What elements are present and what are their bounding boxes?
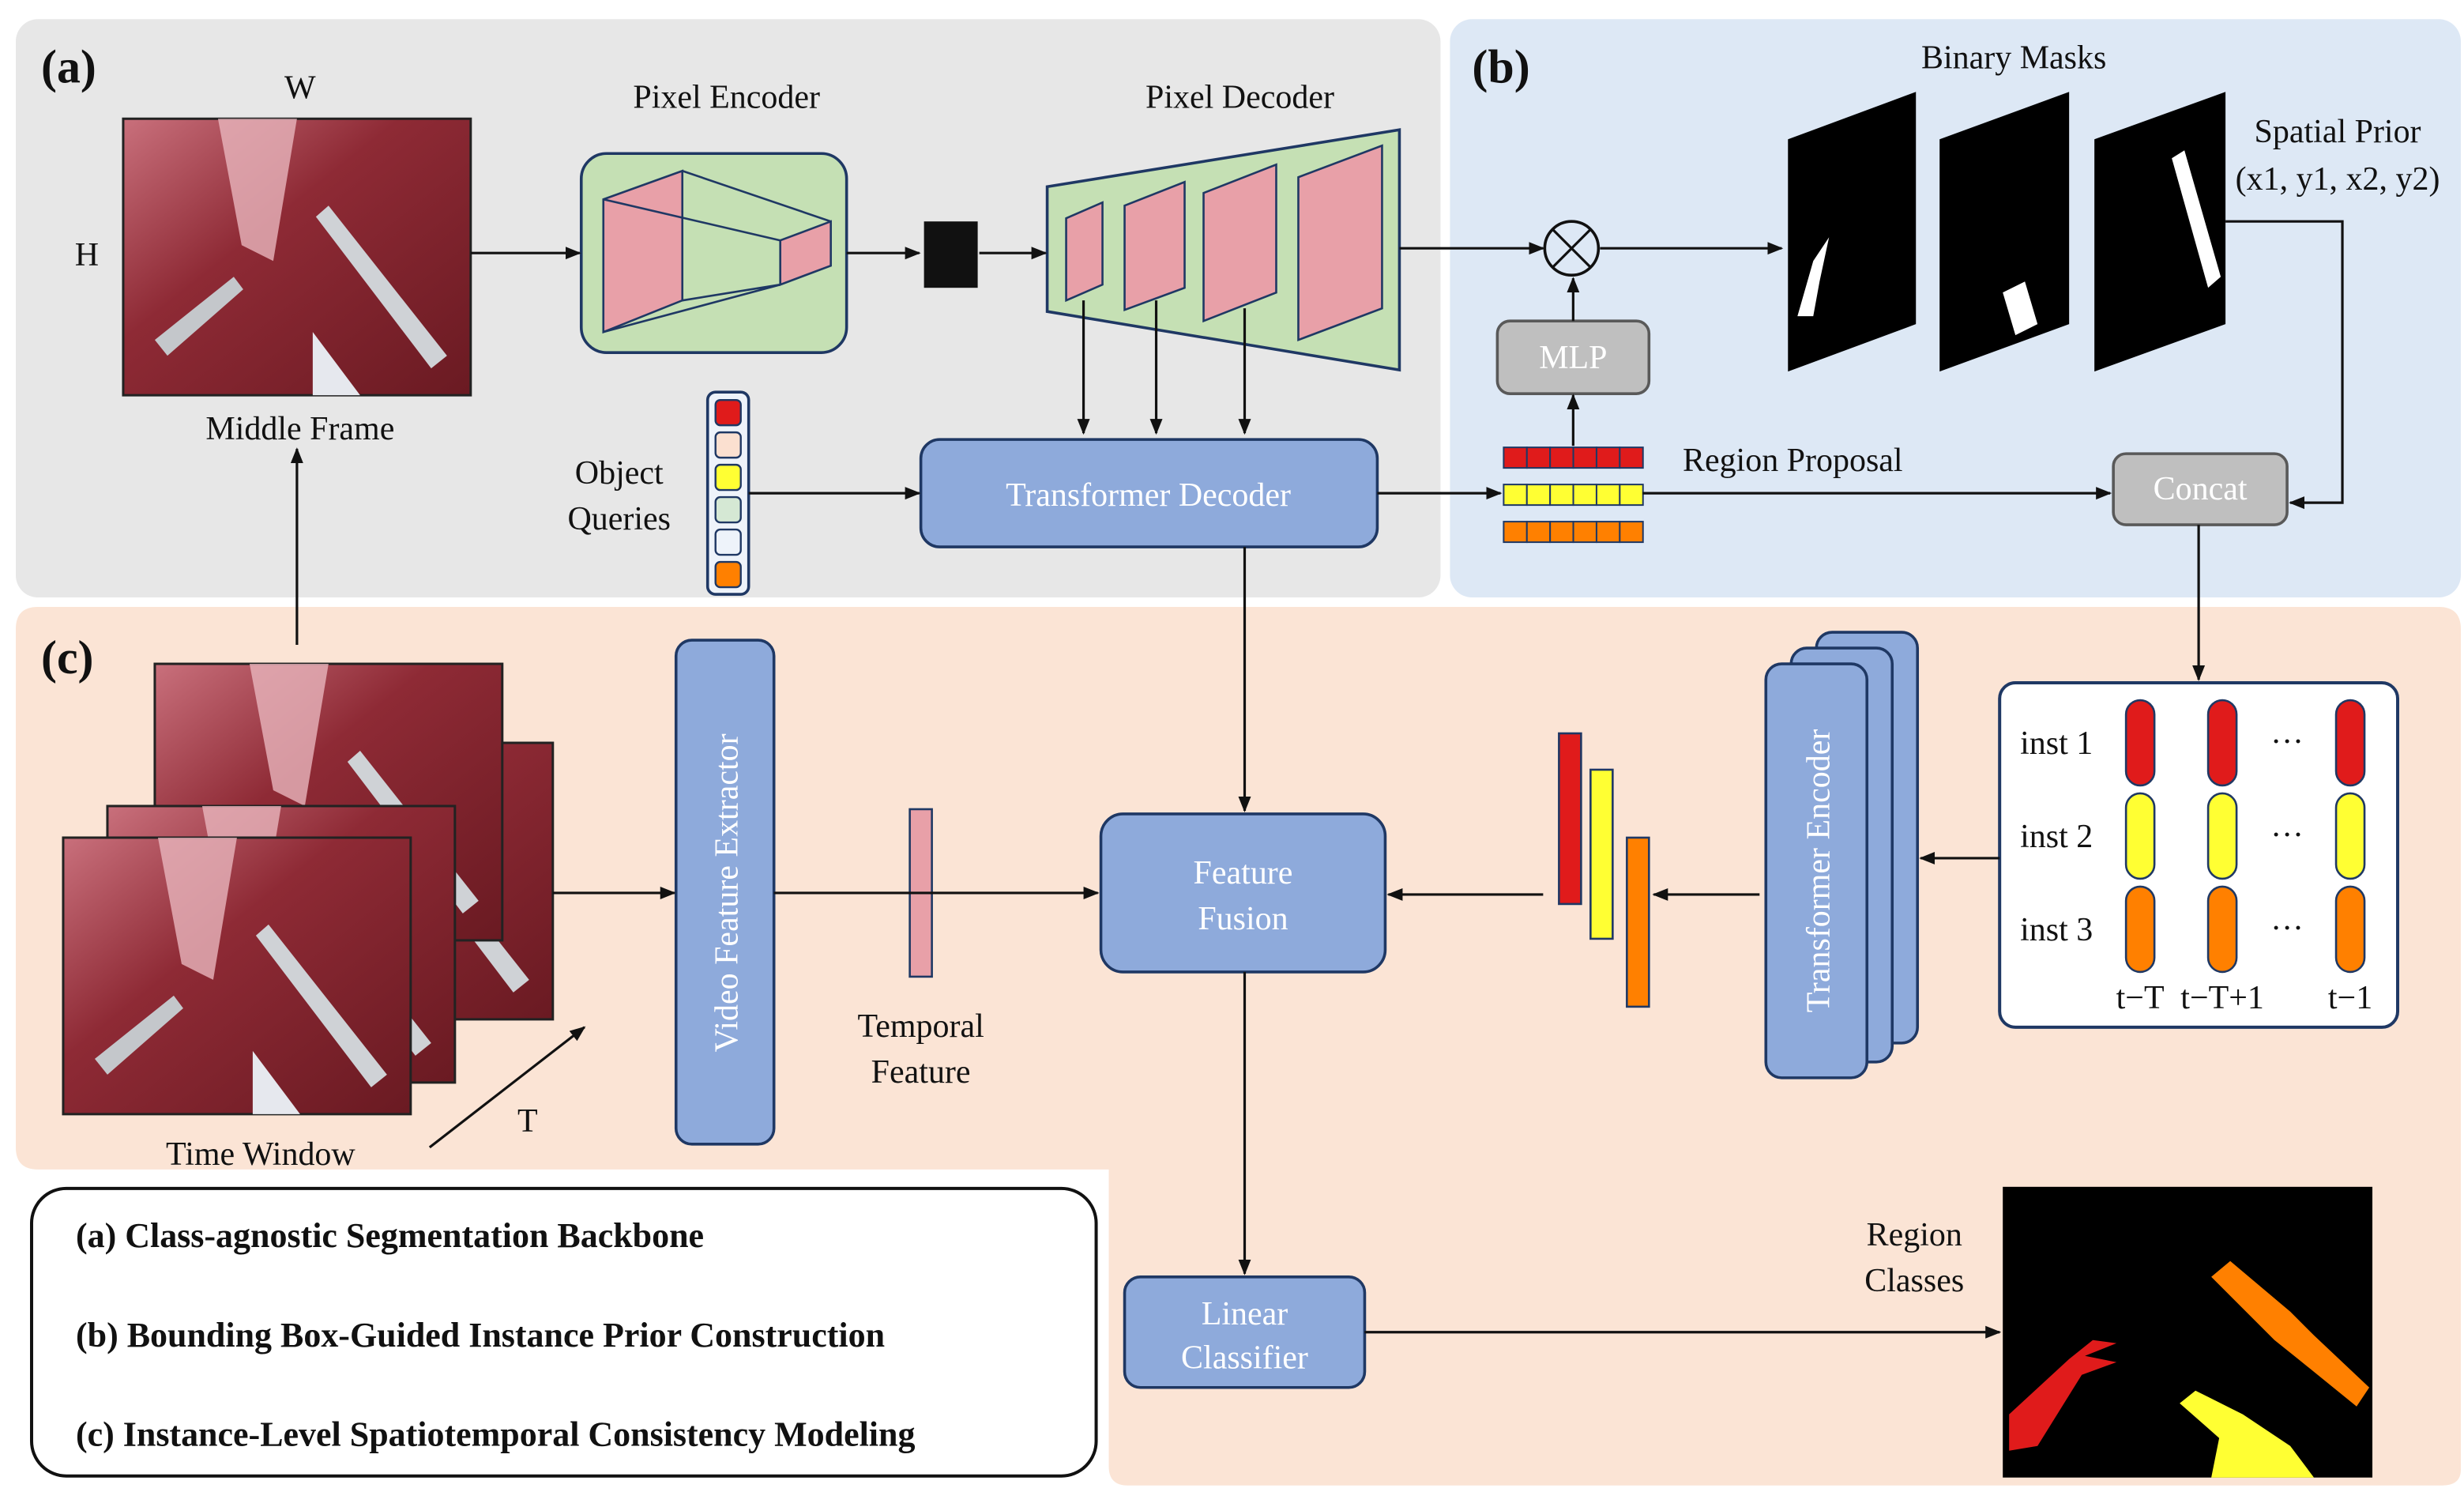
video-feature-extractor-label: Video Feature Extractor [709, 733, 746, 1052]
instance-token [2124, 885, 2156, 974]
instance-sequence: inst 1 ··· inst 2 ··· inst 3 ··· t−T t−T+1 t−1 [2020, 699, 2372, 1016]
region-classes-label-2: Classes [1864, 1263, 1964, 1299]
proposal-cell [1549, 446, 1574, 469]
region-proposal-tokens [1503, 446, 1644, 544]
linear-classifier-label-2: Classifier [1181, 1340, 1308, 1377]
spatial-prior-coords: (x1, y1, x2, y2) [2236, 161, 2440, 198]
instance-token [2334, 792, 2366, 880]
feature-fusion-label-2: Fusion [1198, 901, 1288, 937]
proposal-cell [1619, 521, 1644, 544]
legend-item-b: (b) Bounding Box-Guided Instance Prior C… [76, 1316, 885, 1354]
pixel-decoder-label: Pixel Decoder [1145, 79, 1334, 115]
instance-label: inst 1 [2020, 725, 2093, 762]
concat-block [2112, 452, 2289, 526]
temporal-feature-label-1: Temporal [858, 1008, 984, 1045]
query-token [714, 528, 742, 556]
encoder-pyramid [602, 169, 832, 334]
proposal-cell [1525, 484, 1552, 507]
instance-token [2124, 699, 2156, 787]
transformer-encoder-label: Transformer Encoder [1800, 729, 1837, 1013]
panel-c-tag: (c) [41, 631, 94, 684]
instance-token [2334, 885, 2366, 974]
legend-item-c: (c) Instance-Level Spatiotemporal Consis… [76, 1415, 916, 1454]
ellipsis: ··· [2270, 910, 2304, 947]
object-queries-label-1: Object [575, 455, 664, 492]
time-t-label: T [517, 1103, 538, 1140]
proposal-cell [1525, 446, 1552, 469]
proposal-cell [1595, 484, 1621, 507]
instance-label: inst 3 [2020, 912, 2093, 948]
query-token [714, 398, 742, 427]
proposal-cell [1595, 521, 1621, 544]
instance-token [2206, 792, 2238, 880]
instance-token [2124, 792, 2156, 880]
binary-masks-label: Binary Masks [1921, 40, 2106, 76]
panel-a-tag: (a) [41, 40, 96, 92]
concat-label: Concat [2154, 471, 2248, 507]
width-label: W [284, 70, 316, 106]
region-classes-output [2003, 1186, 2373, 1478]
transformer-decoder-label: Transformer Decoder [1006, 477, 1291, 514]
linear-classifier-label-1: Linear [1202, 1296, 1288, 1332]
mlp-label: MLP [1539, 340, 1607, 376]
instance-sequence-box [1998, 681, 2400, 1029]
proposal-cell [1503, 484, 1528, 507]
query-tokens [714, 398, 742, 589]
instance-label: inst 2 [2020, 819, 2093, 855]
query-token [714, 560, 742, 589]
region-classes-label-1: Region [1867, 1217, 1962, 1253]
feature-fusion-label-1: Feature [1194, 855, 1293, 891]
region-proposal-label: Region Proposal [1683, 443, 1903, 479]
time-step-label: t−T [2116, 980, 2165, 1016]
binary-masks [1788, 92, 2226, 372]
time-step-label: t−T+1 [2180, 980, 2264, 1016]
proposal-cell [1572, 446, 1597, 469]
connectors [290, 220, 2344, 1339]
proposal-cell [1619, 484, 1644, 507]
temporal-feature-label-2: Feature [871, 1054, 971, 1091]
proposal-cell [1503, 521, 1528, 544]
proposal-cell [1619, 446, 1644, 469]
pixel-encoder-label: Pixel Encoder [633, 79, 820, 115]
instance-features [1558, 732, 1650, 1008]
ellipsis: ··· [2270, 817, 2304, 853]
multiply-icon [1543, 220, 1601, 277]
instance-token [2206, 885, 2238, 974]
proposal-cell [1549, 521, 1574, 544]
query-token [714, 495, 742, 524]
transformer-encoder-stack [1764, 631, 1920, 1079]
proposal-cell [1525, 521, 1552, 544]
proposal-cell [1572, 484, 1597, 507]
panel-b-tag: (b) [1472, 40, 1529, 92]
middle-frame-image [122, 117, 472, 397]
decoder-layers [1065, 144, 1383, 342]
legend-item-a: (a) Class-agnostic Segmentation Backbone [76, 1216, 704, 1255]
feature-fusion-block [1099, 812, 1387, 974]
frame-front [62, 836, 412, 1116]
spatial-prior-label: Spatial Prior [2255, 114, 2421, 150]
query-token [714, 431, 742, 459]
proposal-cell [1503, 446, 1528, 469]
ellipsis: ··· [2270, 724, 2304, 760]
instance-token [2206, 699, 2238, 787]
proposal-cell [1595, 446, 1621, 469]
proposal-cell [1549, 484, 1574, 507]
height-label: H [75, 237, 99, 273]
time-window-label: Time Window [166, 1136, 355, 1173]
object-queries-label-2: Queries [567, 501, 671, 537]
time-step-label: t−1 [2328, 980, 2372, 1016]
query-token [714, 463, 742, 492]
proposal-cell [1572, 521, 1597, 544]
feature-map-cube [924, 221, 978, 288]
legend-box [29, 1186, 1098, 1478]
instance-token [2334, 699, 2366, 787]
middle-frame-label: Middle Frame [205, 411, 394, 447]
